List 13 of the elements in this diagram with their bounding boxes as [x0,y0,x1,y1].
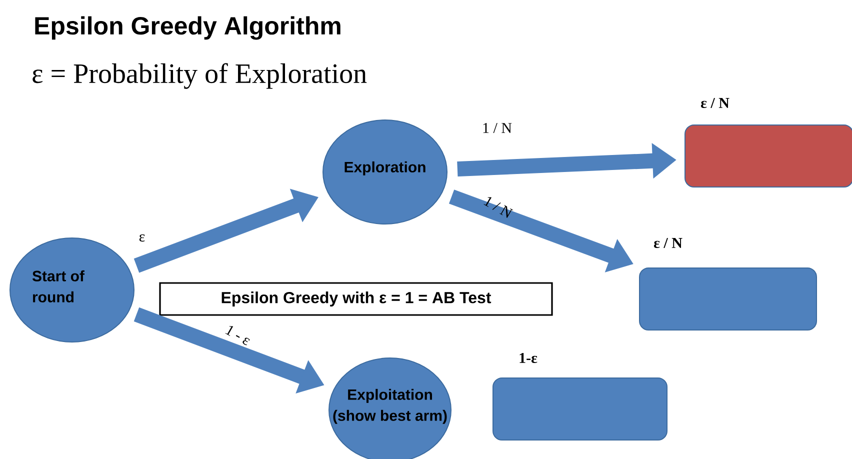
box [639,268,817,330]
title: Epsilon Greedy Algorithm [35,16,340,40]
edge-label: 1 / N [483,122,512,134]
edge-label: 1 - ε [225,326,250,346]
edge-label: 1 / N [484,197,514,218]
probability-label: 1-ε [520,353,538,364]
subtitle: ε = Probability of Exploration [32,63,367,89]
probability-label: ε / N [654,238,682,248]
probability-label: ε / N [700,98,730,108]
edge-label: ε [139,234,145,242]
note-box: Epsilon Greedy with ε = 1 = AB Test [159,282,553,316]
box [684,124,852,188]
box [492,378,668,440]
